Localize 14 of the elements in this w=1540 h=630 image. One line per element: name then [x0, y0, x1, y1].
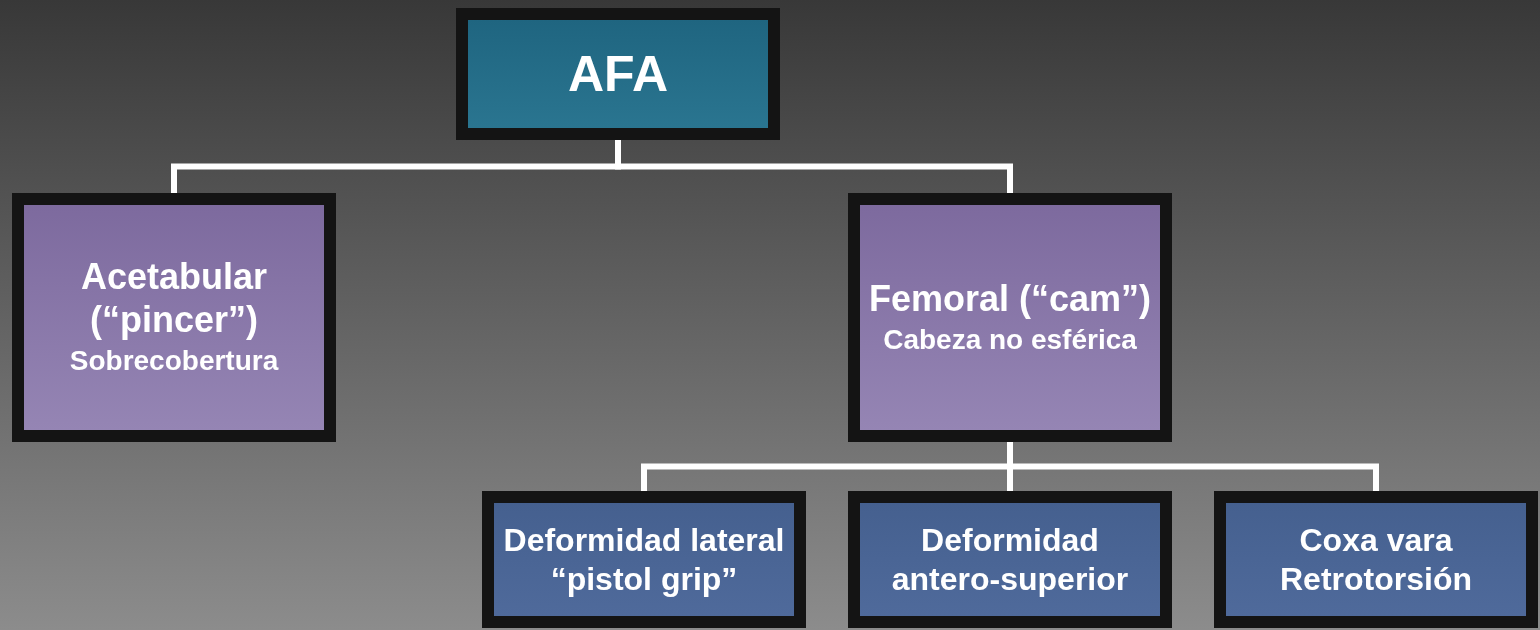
box-title: Deformidad antero-superior [890, 521, 1130, 598]
box-title: Acetabular (“pincer”) [79, 255, 269, 342]
box-title: Coxa vara Retrotorsión [1279, 521, 1473, 598]
category-box [848, 491, 1172, 628]
box-title: Deformidad lateral “pistol grip” [502, 521, 786, 598]
category-box [456, 8, 780, 140]
box-subtitle: Cabeza no esférica [883, 322, 1137, 357]
category-box [848, 193, 1172, 442]
category-box [482, 491, 806, 628]
category-box [12, 193, 336, 442]
category-box [1214, 491, 1538, 628]
box-subtitle: Sobrecobertura [69, 344, 279, 379]
box-title: AFA [568, 45, 668, 104]
box-title: Femoral (“cam”) [868, 276, 1152, 320]
